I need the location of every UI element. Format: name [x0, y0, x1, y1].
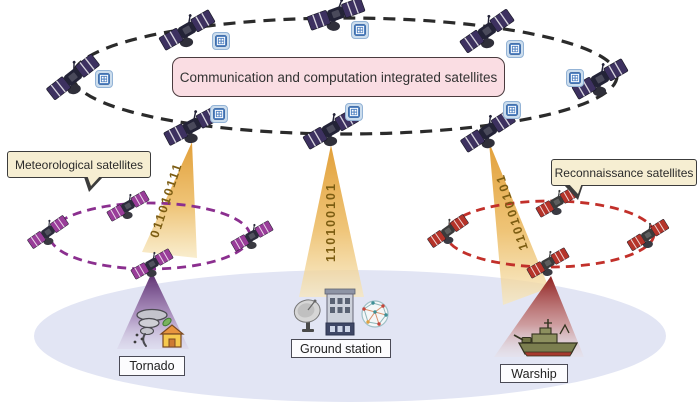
- satellite-icon: [130, 248, 174, 280]
- satellite-icon: [460, 109, 516, 153]
- tornado-label: Tornado: [119, 356, 185, 376]
- satellite-icon: [626, 219, 670, 251]
- satellite-icon: [526, 247, 570, 279]
- downlink-bits-ground: 110100101: [323, 182, 338, 262]
- chip-layer: [95, 21, 584, 123]
- satellite-icon: [535, 186, 579, 218]
- satellite-icon: [230, 220, 274, 252]
- ground-station-label: Ground station: [291, 339, 391, 358]
- tornado-icon: [133, 308, 172, 347]
- satellite-icon: [459, 9, 515, 53]
- compute-chip-icon: [351, 21, 369, 39]
- meteorological-satellites-label: Meteorological satellites: [7, 151, 151, 192]
- satellite-icon: [427, 214, 469, 248]
- compute-chip-icon: [95, 70, 113, 88]
- warship-label: Warship: [500, 364, 568, 383]
- signal-beam: [299, 145, 364, 297]
- beam-layer: [142, 142, 549, 305]
- satellite-dish-icon: [293, 299, 321, 332]
- compute-chip-icon: [210, 105, 228, 123]
- satellite-layer: [27, 0, 670, 280]
- warship-icon: [513, 319, 579, 357]
- ccis-label: Communication and computation integrated…: [172, 57, 505, 97]
- compute-chip-icon: [566, 69, 584, 87]
- satellite-icon: [158, 9, 216, 51]
- orbit-layer: [48, 16, 656, 271]
- satellite-icon: [306, 0, 366, 31]
- reconnaissance-satellites-label: Reconnaissance satellites: [551, 159, 697, 200]
- satellite-icon: [106, 190, 150, 222]
- compute-chip-icon: [506, 40, 524, 58]
- signal-beam: [489, 142, 549, 305]
- signal-beam: [142, 142, 197, 258]
- building-icon: [324, 288, 356, 336]
- compute-chip-icon: [212, 32, 230, 50]
- satellite-icon: [27, 215, 69, 249]
- icon-layer: [133, 288, 579, 357]
- compute-chip-icon: [345, 103, 363, 121]
- satellite-icon: [163, 106, 221, 146]
- satellite-icon: [46, 54, 100, 100]
- satellite-icon: [571, 58, 629, 100]
- house-icon: [159, 324, 185, 348]
- network-globe-icon: [361, 300, 389, 328]
- compute-chip-icon: [503, 101, 521, 119]
